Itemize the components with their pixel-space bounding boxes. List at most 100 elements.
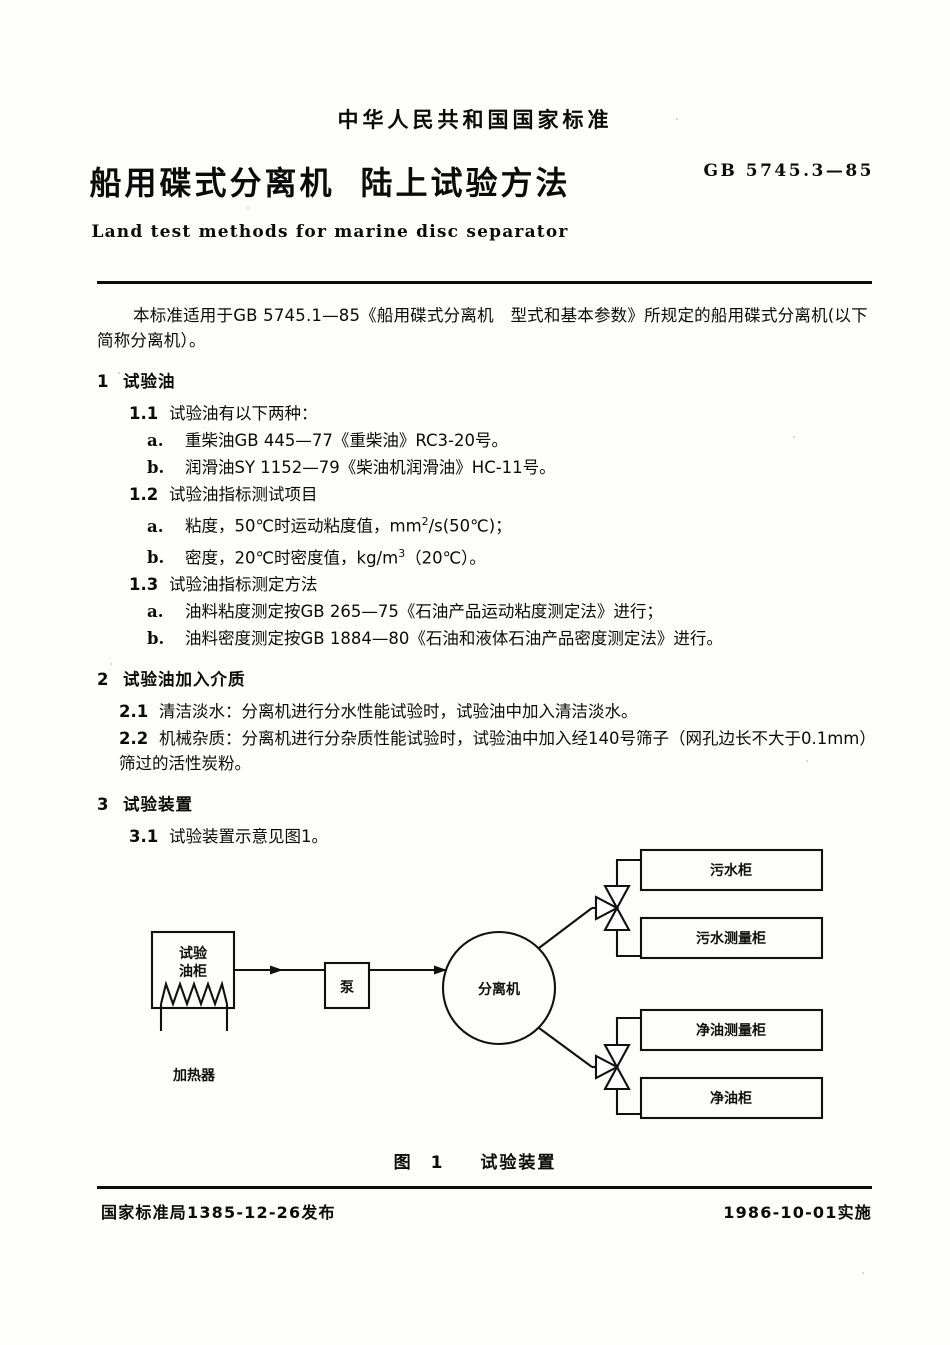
subsection-1-1: 1.1 试验油有以下两种：	[97, 401, 872, 426]
clean-oil-measure-tank-label: 净油测量柜	[696, 1022, 766, 1039]
pipe-lower-valve-to-clean-oil-tank	[615, 1089, 641, 1116]
subsection-2-1: 2.1 清洁淡水：分离机进行分水性能试验时，试验油中加入清洁淡水。	[97, 699, 872, 724]
subsection-text-1-1: 试验油有以下两种：	[169, 404, 318, 423]
list-item-1-1-b: b. 润滑油SY 1152—79《柴油机润滑油》HC‑11号。	[97, 455, 872, 480]
sewage-measure-tank-label: 污水测量柜	[696, 930, 766, 947]
list-item-1-3-b: b. 油料密度测定按GB 1884—80《石油和液体石油产品密度测定法》进行。	[97, 626, 872, 651]
flow-arrow-pump-to-separator	[434, 965, 447, 975]
item-superscript: 3	[398, 546, 406, 560]
scan-speck	[110, 663, 112, 665]
pipe-upper-valve-to-sewage-measure-tank	[615, 930, 641, 958]
item-letter: b.	[147, 548, 165, 567]
section-heading-1: 1 试验油	[97, 368, 872, 392]
sewage-tank-label: 污水柜	[710, 862, 752, 879]
section-title-2: 试验油加入介质	[123, 670, 246, 689]
section-title-1: 试验油	[123, 372, 176, 391]
item-text: 油料粘度测定按GB 265—75《石油产品运动粘度测定法》进行；	[185, 602, 663, 621]
flow-arrow-tank-to-pump	[270, 965, 283, 975]
lower-three-way-valve-icon	[594, 1027, 631, 1091]
subsection-text-3-1: 试验装置示意见图1。	[169, 827, 328, 846]
clean-oil-tank-label: 净油柜	[710, 1090, 752, 1107]
subsection-text-2-1: 清洁淡水：分离机进行分水性能试验时，试验油中加入清洁淡水。	[159, 702, 638, 721]
subsection-number-2-1: 2.1	[119, 702, 149, 721]
figure-caption-label: 图	[393, 1153, 413, 1173]
standard-number: GB 5745.3—85	[703, 161, 874, 181]
subsection-text-2-2: 机械杂质：分离机进行分杂质性能试验时，试验油中加入经140号筛子（网孔边长不大于…	[119, 729, 868, 773]
subsection-number-1-1: 1.1	[129, 404, 159, 423]
subsection-text-1-3: 试验油指标测定方法	[169, 575, 318, 594]
subsection-number-1-3: 1.3	[129, 575, 159, 594]
separator-circle	[441, 930, 557, 1046]
footer-publish-info: 国家标准局1385-12-26发布	[101, 1203, 336, 1222]
clean-oil-measure-tank-box	[639, 1008, 824, 1052]
figure-caption-number: 1	[430, 1153, 445, 1173]
list-item-1-2-a: a. 粘度，50℃时运动粘度值，mm2/s(50℃)；	[97, 509, 872, 539]
document-title-part1: 船用碟式分离机	[89, 164, 335, 202]
item-text-post: （20℃）。	[405, 548, 486, 567]
document-title-part2: 陆上试验方法	[360, 164, 571, 202]
clean-oil-tank-box	[639, 1076, 824, 1120]
section-number-1: 1	[97, 372, 110, 391]
item-superscript: 2	[421, 515, 429, 528]
list-item-1-3-a: a. 油料粘度测定按GB 265—75《石油产品运动粘度测定法》进行；	[97, 599, 872, 624]
item-text: 油料密度测定按GB 1884—80《石油和液体石油产品密度测定法》进行。	[185, 629, 723, 648]
scan-speck	[247, 207, 249, 209]
scan-speck	[862, 1272, 864, 1274]
item-letter: a.	[147, 602, 164, 621]
item-text: 重柴油GB 445—77《重柴油》RC3‑20号。	[185, 431, 508, 450]
section-heading-2: 2 试验油加入介质	[97, 666, 872, 690]
section-title-3: 试验装置	[123, 795, 193, 814]
scope-paragraph: 本标准适用于GB 5745.1—85《船用碟式分离机 型式和基本参数》所规定的船…	[97, 306, 868, 350]
section-number-3: 3	[97, 795, 110, 814]
separator-label: 分离机	[478, 981, 520, 998]
heater-label: 加热器	[172, 1067, 216, 1084]
test-apparatus-diagram: 试验 油柜 加热器 泵 分离机 污水柜 污水测量柜 净油测量柜 净油柜	[150, 848, 824, 1120]
section-number-2: 2	[97, 670, 110, 689]
figure-caption-title: 试验装置	[480, 1153, 557, 1173]
scan-speck	[263, 840, 265, 842]
section-heading-3: 3 试验装置	[97, 791, 872, 815]
heater-coil-icon	[159, 980, 229, 1008]
page-title: 船用碟式分离机陆上试验方法	[0, 158, 660, 204]
test-oil-tank-label-line1: 试验	[179, 945, 208, 962]
item-letter: a.	[147, 516, 164, 536]
document-body: 本标准适用于GB 5745.1—85《船用碟式分离机 型式和基本参数》所规定的船…	[97, 303, 872, 851]
scan-speck	[806, 760, 808, 762]
sewage-measure-tank-box	[639, 916, 824, 960]
footer-effective-info: 1986-10-01实施	[723, 1203, 872, 1222]
national-standard-heading: 中华人民共和国国家标准	[337, 108, 613, 132]
pump-box	[323, 961, 371, 1010]
document-subtitle-english: Land test methods for marine disc separa…	[91, 222, 569, 242]
item-text-pre: 粘度，50℃时运动粘度值，mm	[185, 516, 422, 536]
sewage-tank-box	[639, 848, 824, 892]
item-text-pre: 密度，20℃时密度值，kg/m	[185, 548, 399, 567]
upper-three-way-valve-icon	[594, 868, 631, 932]
scan-speck	[793, 436, 795, 438]
pump-label: 泵	[340, 980, 354, 996]
item-letter: b.	[147, 458, 165, 477]
scan-speck	[676, 118, 678, 120]
item-letter: a.	[147, 431, 164, 450]
subsection-1-3: 1.3 试验油指标测定方法	[97, 572, 872, 597]
pipe-upper-valve-to-sewage-tank	[615, 858, 641, 868]
item-letter: b.	[147, 629, 165, 648]
scan-speck	[118, 372, 120, 374]
item-text-post: /s(50℃)；	[428, 516, 512, 536]
pipe-separator-to-lower-valve	[538, 1027, 593, 1068]
subsection-3-1: 3.1 试验装置示意见图1。	[97, 824, 872, 849]
pipe-lower-valve-to-clean-oil-measure-tank	[615, 1016, 641, 1027]
subsection-number-2-2: 2.2	[119, 729, 149, 748]
pipe-separator-to-upper-valve	[538, 907, 593, 949]
item-text: 润滑油SY 1152—79《柴油机润滑油》HC‑11号。	[185, 458, 556, 477]
footer-divider-rule	[97, 1186, 872, 1189]
list-item-1-1-a: a. 重柴油GB 445—77《重柴油》RC3‑20号。	[97, 428, 872, 453]
header-divider-rule	[97, 281, 872, 284]
subsection-number-1-2: 1.2	[129, 485, 159, 504]
test-oil-tank-label-line2: 油柜	[179, 963, 207, 980]
list-item-1-2-b: b. 密度，20℃时密度值，kg/m3（20℃）。	[97, 541, 872, 571]
subsection-number-3-1: 3.1	[129, 827, 159, 846]
